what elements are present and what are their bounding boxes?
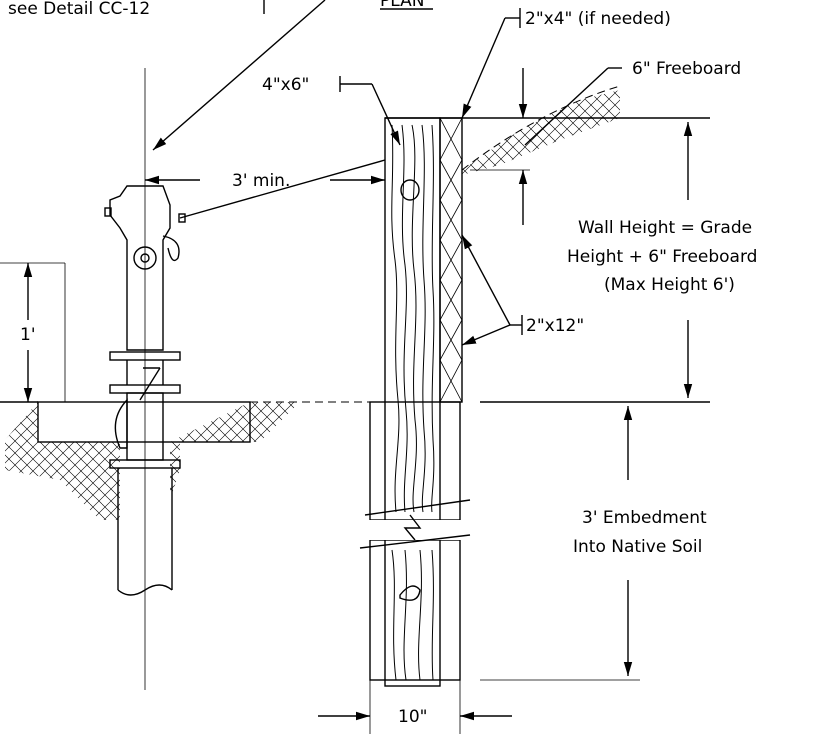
- clearance-dimension-label: 3' min.: [232, 171, 290, 191]
- lumber-2x12-label: 2"x12": [526, 316, 584, 336]
- width-10in-label: 10": [398, 707, 427, 727]
- wall-height-label-line1: Wall Height = Grade: [578, 218, 752, 238]
- embedment-label-line2: Into Native Soil: [573, 537, 702, 557]
- soil-hatch-right-of-pad: [170, 402, 300, 500]
- detail-leader-line: [152, 0, 326, 151]
- freeboard-label: 6" Freeboard: [632, 59, 741, 79]
- backfill-slope: [462, 90, 620, 175]
- wall-height-label-line3: (Max Height 6'): [604, 275, 735, 295]
- one-foot-dimension-label: 1': [20, 325, 36, 345]
- post-4x6-label: 4"x6": [262, 75, 309, 95]
- plan-label: PLAN: [380, 0, 424, 11]
- soil-hatch-left: [5, 402, 120, 520]
- detail-reference-label: see Detail CC-12: [8, 0, 150, 19]
- concrete-pad: [37, 401, 251, 443]
- standpipe-assembly: [104, 68, 386, 690]
- lumber-2x4-label: 2"x4" (if needed): [525, 9, 671, 29]
- embedment-label-line1: 3' Embedment: [582, 508, 707, 528]
- wall-post: [359, 117, 471, 687]
- wall-height-label-line2: Height + 6" Freeboard: [567, 247, 757, 267]
